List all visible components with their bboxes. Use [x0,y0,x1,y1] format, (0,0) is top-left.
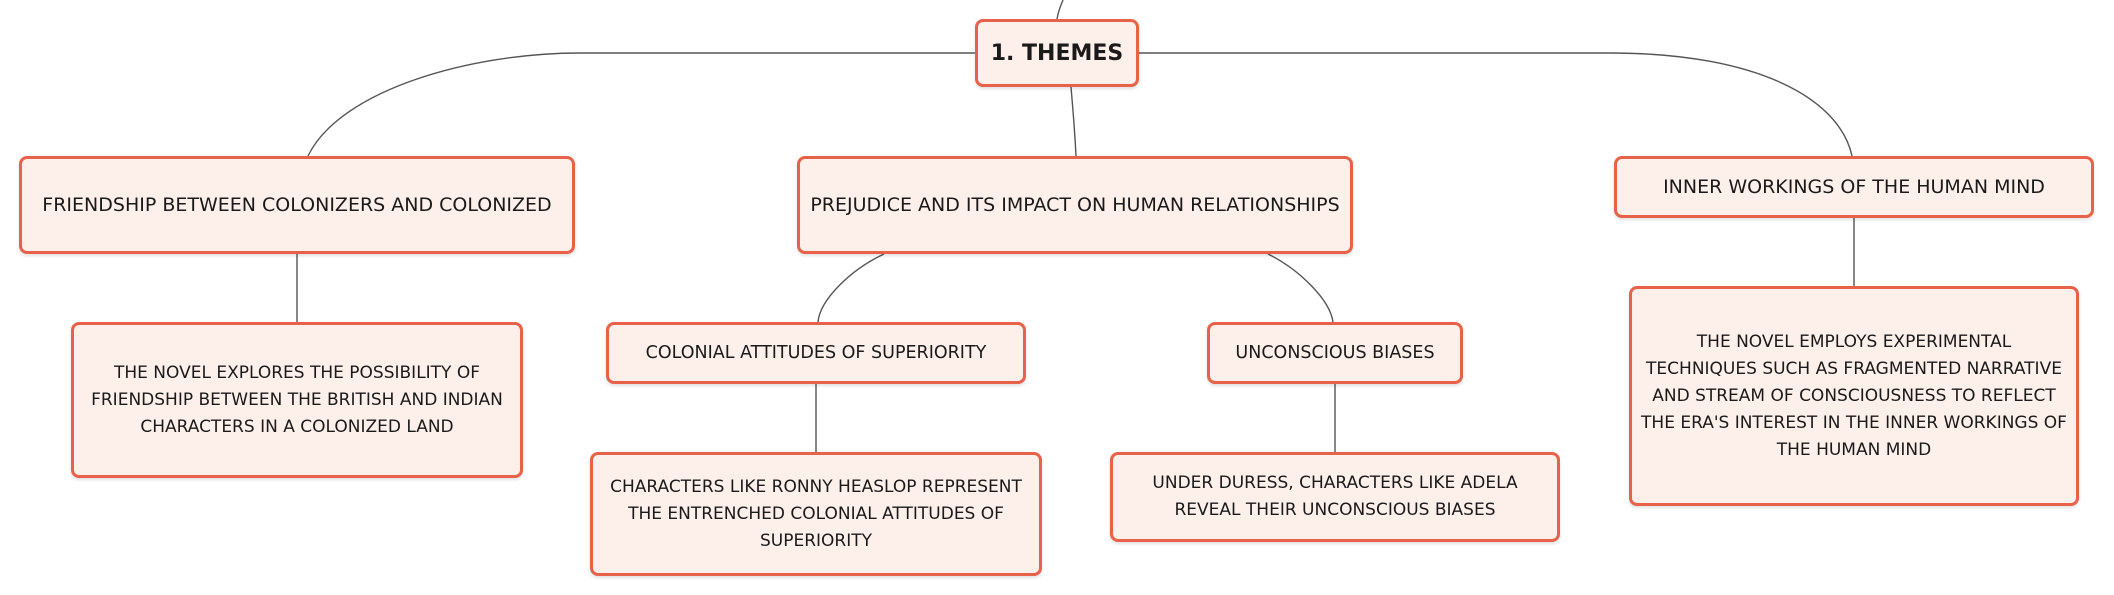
detail-node-text: UNDER DURESS, CHARACTERS LIKE ADELA REVE… [1152,473,1518,520]
theme-node-friendship[interactable]: FRIENDSHIP BETWEEN COLONIZERS AND COLONI… [19,156,575,254]
detail-node-inner-workings[interactable]: THE NOVEL EMPLOYS EXPERIMENTAL TECHNIQUE… [1629,286,2079,506]
connector-prejudice-to-unconscious [1267,253,1334,323]
theme-node-label: INNER WORKINGS OF THE HUMAN MIND [1663,176,2045,198]
connector-root-to-prejudice [1070,86,1077,157]
theme-node-label: FRIENDSHIP BETWEEN COLONIZERS AND COLONI… [42,194,552,216]
detail-node-friendship[interactable]: THE NOVEL EXPLORES THE POSSIBILITY OF FR… [71,322,523,478]
connector-root-to-inner [1139,52,1853,157]
detail-node-ronny-heaslop[interactable]: CHARACTERS LIKE RONNY HEASLOP REPRESENT … [590,452,1042,576]
connector-root-to-friendship [307,52,975,157]
detail-node-adela[interactable]: UNDER DURESS, CHARACTERS LIKE ADELA REVE… [1110,452,1560,542]
subtheme-node-colonial-attitudes[interactable]: COLONIAL ATTITUDES OF SUPERIORITY [606,322,1026,384]
root-node-themes[interactable]: 1. THEMES [975,19,1139,87]
subtheme-node-label: COLONIAL ATTITUDES OF SUPERIORITY [645,343,987,363]
detail-node-text: THE NOVEL EXPLORES THE POSSIBILITY OF FR… [91,362,503,437]
subtheme-node-unconscious-biases[interactable]: UNCONSCIOUS BIASES [1207,322,1463,384]
subtheme-node-label: UNCONSCIOUS BIASES [1235,343,1435,363]
connector-parent-to-root [1056,0,1064,20]
root-node-label: 1. THEMES [990,40,1124,66]
connector-prejudice-to-colonial [817,253,885,323]
detail-node-text: CHARACTERS LIKE RONNY HEASLOP REPRESENT … [610,476,1022,551]
detail-node-text: THE NOVEL EMPLOYS EXPERIMENTAL TECHNIQUE… [1641,331,2067,460]
theme-node-label: PREJUDICE AND ITS IMPACT ON HUMAN RELATI… [810,194,1340,216]
theme-node-prejudice[interactable]: PREJUDICE AND ITS IMPACT ON HUMAN RELATI… [797,156,1353,254]
theme-node-inner-workings[interactable]: INNER WORKINGS OF THE HUMAN MIND [1614,156,2094,218]
